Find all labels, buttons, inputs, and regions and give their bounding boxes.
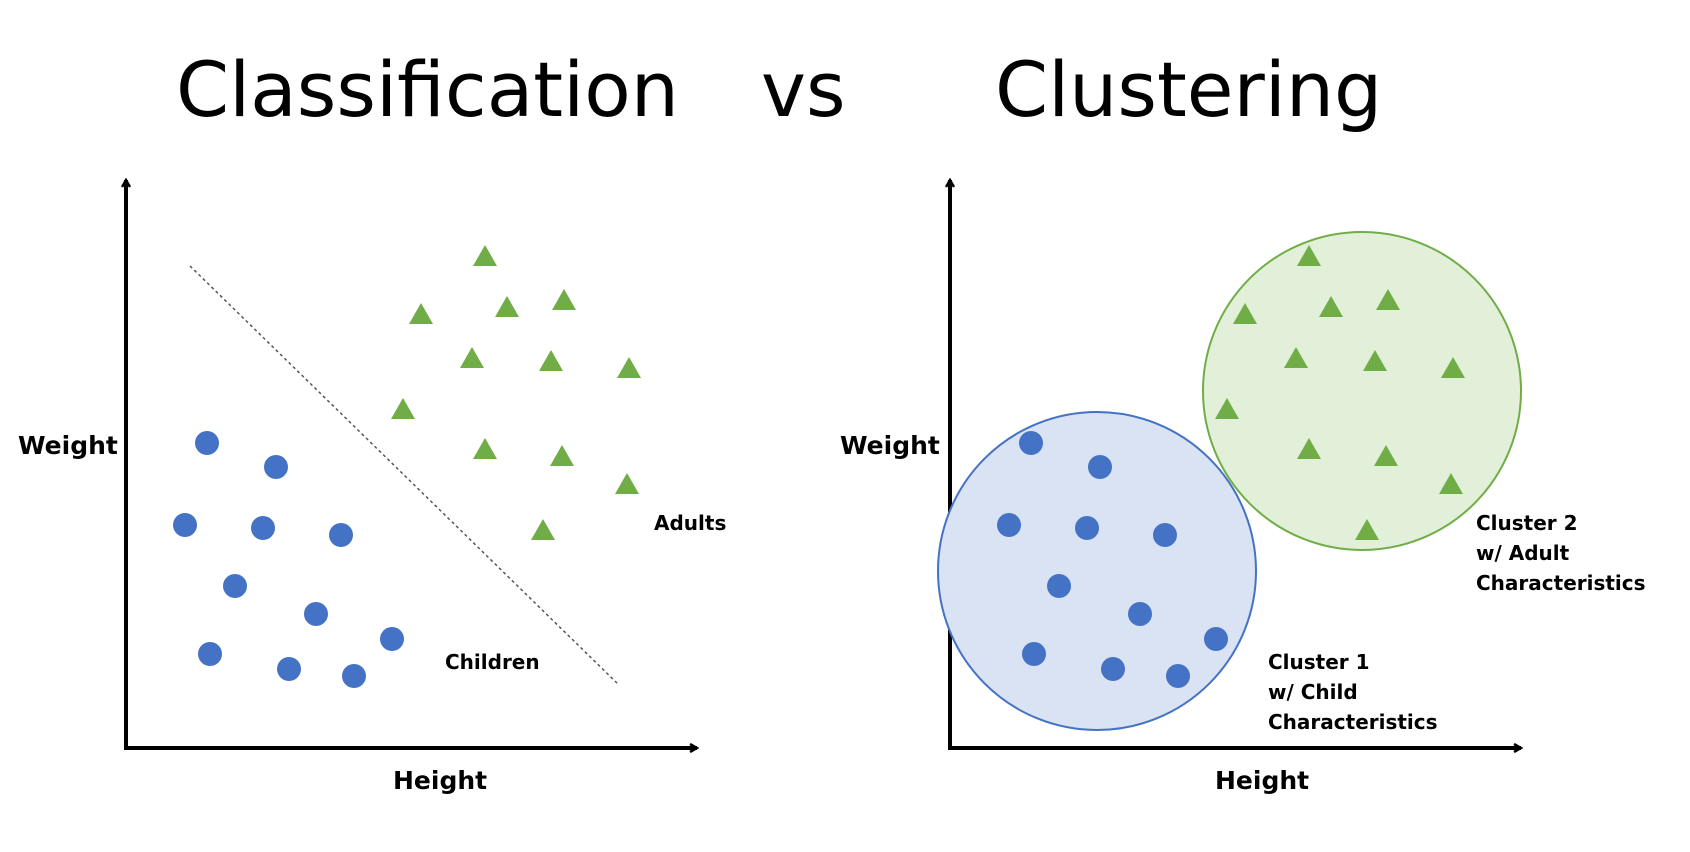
decision-boundary xyxy=(189,265,619,685)
left-circle-marker-9 xyxy=(198,642,222,666)
left-triangle-marker-1 xyxy=(473,245,497,266)
title-clustering: Clustering xyxy=(995,45,1383,134)
right-circle-marker-11 xyxy=(1166,664,1190,688)
left-triangle-marker-7 xyxy=(617,357,641,378)
right-circle-marker-5 xyxy=(1153,523,1177,547)
left-triangle-marker-10 xyxy=(550,445,574,466)
title-classification: Classification xyxy=(176,45,679,134)
left-children-points xyxy=(173,431,404,688)
right-cluster1-points xyxy=(997,431,1228,688)
label-adults: Adults xyxy=(654,511,727,535)
cluster2-line-2: w/ Adult xyxy=(1476,541,1570,565)
right-triangle-marker-8 xyxy=(1215,398,1239,419)
left-panel xyxy=(124,180,697,750)
cluster1-region xyxy=(937,411,1257,731)
right-triangle-marker-2 xyxy=(1233,303,1257,324)
left-circle-marker-4 xyxy=(251,516,275,540)
right-circle-marker-10 xyxy=(1101,657,1125,681)
left-circle-marker-8 xyxy=(380,627,404,651)
right-circle-marker-7 xyxy=(1128,602,1152,626)
left-triangle-marker-6 xyxy=(539,350,563,371)
left-circle-marker-2 xyxy=(264,455,288,479)
right-triangle-marker-4 xyxy=(1376,289,1400,310)
title-vs: vs xyxy=(761,45,846,134)
right-triangle-marker-11 xyxy=(1439,473,1463,494)
left-triangle-marker-9 xyxy=(473,438,497,459)
left-circle-marker-7 xyxy=(304,602,328,626)
cluster1-line-1: Cluster 1 xyxy=(1268,650,1370,674)
right-triangle-marker-10 xyxy=(1374,445,1398,466)
right-triangle-marker-3 xyxy=(1319,296,1343,317)
left-adult-points xyxy=(391,245,641,540)
cluster2-line-3: Characteristics xyxy=(1476,571,1646,595)
cluster2-line-1: Cluster 2 xyxy=(1476,511,1578,535)
right-triangle-marker-9 xyxy=(1297,438,1321,459)
right-panel xyxy=(937,180,1522,750)
right-circle-marker-4 xyxy=(1075,516,1099,540)
right-circle-marker-1 xyxy=(1019,431,1043,455)
right-x-axis-label: Height xyxy=(1215,766,1310,795)
left-triangle-marker-2 xyxy=(409,303,433,324)
right-circle-marker-3 xyxy=(997,513,1021,537)
left-y-axis-label: Weight xyxy=(18,431,118,460)
right-triangle-marker-1 xyxy=(1297,245,1321,266)
right-triangle-marker-7 xyxy=(1441,357,1465,378)
label-cluster1: Cluster 1 w/ Child Characteristics xyxy=(1268,647,1438,737)
left-triangle-marker-5 xyxy=(460,347,484,368)
left-circle-marker-1 xyxy=(195,431,219,455)
left-x-axis-label: Height xyxy=(393,766,488,795)
left-triangle-marker-12 xyxy=(531,519,555,540)
right-triangle-marker-5 xyxy=(1284,347,1308,368)
left-triangle-marker-4 xyxy=(552,289,576,310)
right-triangle-marker-12 xyxy=(1355,519,1379,540)
left-circle-marker-6 xyxy=(223,574,247,598)
label-cluster2: Cluster 2 w/ Adult Characteristics xyxy=(1476,508,1646,598)
cluster1-line-3: Characteristics xyxy=(1268,710,1438,734)
left-triangle-marker-3 xyxy=(495,296,519,317)
cluster2-region xyxy=(1202,231,1522,551)
label-children: Children xyxy=(445,650,540,674)
right-cluster2-points xyxy=(1215,245,1465,540)
cluster1-line-2: w/ Child xyxy=(1268,680,1358,704)
left-circle-marker-10 xyxy=(277,657,301,681)
right-circle-marker-6 xyxy=(1047,574,1071,598)
left-circle-marker-11 xyxy=(342,664,366,688)
left-circle-marker-5 xyxy=(329,523,353,547)
right-circle-marker-2 xyxy=(1088,455,1112,479)
right-y-axis-label: Weight xyxy=(840,431,940,460)
right-triangle-marker-6 xyxy=(1363,350,1387,371)
right-circle-marker-8 xyxy=(1204,627,1228,651)
right-circle-marker-9 xyxy=(1022,642,1046,666)
left-circle-marker-3 xyxy=(173,513,197,537)
left-triangle-marker-11 xyxy=(615,473,639,494)
left-triangle-marker-8 xyxy=(391,398,415,419)
